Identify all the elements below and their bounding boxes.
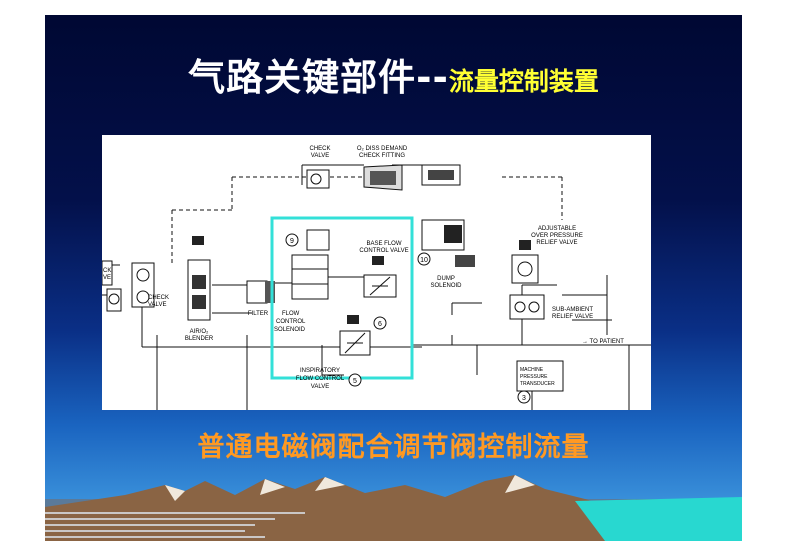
marker-3-label: 3	[522, 395, 526, 402]
mid-flow-lines	[306, 276, 393, 376]
flow-solenoid-label-2: CONTROL	[276, 319, 306, 325]
pneumatic-diagram: CHECK VALVE O₂ DISS DEMAND CHECK FITTING…	[102, 135, 651, 410]
pressure-transducer	[516, 360, 564, 392]
dump-solenoid	[421, 219, 475, 267]
filter-label: FILTER	[248, 311, 269, 317]
over-pressure-relief-valve	[511, 240, 539, 284]
to-patient-label: → TO PATIENT	[582, 339, 624, 345]
air-o2-blender	[187, 236, 211, 321]
check-edge-label-1: CK	[103, 268, 111, 274]
blender-label-2: BLENDER	[185, 336, 214, 342]
marker-9	[285, 233, 299, 247]
check-valve-top-label-1: CHECK	[309, 146, 330, 152]
relief-lines	[521, 275, 612, 345]
adjustable-label-2: OVER PRESSURE	[531, 233, 583, 239]
adjustable-label-1: ADJUSTABLE	[538, 226, 576, 232]
check-valve-top-label-2: VALVE	[311, 153, 329, 159]
adjustable-label-3: RELIEF VALVE	[536, 240, 577, 246]
marker-10	[417, 252, 431, 266]
check-valve-top	[306, 169, 330, 189]
title-sub: 流量控制装置	[448, 67, 599, 96]
water-right	[575, 497, 742, 541]
right-connector	[421, 164, 461, 186]
slide-title: 气路关键部件--流量控制装置	[45, 47, 742, 101]
marker-3	[517, 390, 531, 404]
mountain-landscape	[45, 475, 742, 541]
flow-solenoid-label-3: SOLENOID	[274, 327, 306, 333]
marker-10-label: 10	[420, 257, 428, 264]
flow-control-highlight	[270, 216, 414, 380]
transducer-label-3: TRANSDUCER	[520, 381, 555, 387]
sub-ambient-label-2: RELIEF VALVE	[552, 314, 593, 320]
marker-5-label: 5	[353, 378, 357, 385]
marker-5	[348, 373, 362, 387]
o2-diss-label-1: O₂ DISS DEMAND	[357, 146, 408, 152]
transducer-label-2: PRESSURE	[520, 374, 548, 380]
filter	[246, 280, 275, 304]
slide: 气路关键部件--流量控制装置 CHECK VALVE	[45, 15, 742, 541]
dump-label-1: DUMP	[437, 276, 455, 282]
left-edge-check	[102, 260, 122, 312]
dump-label-2: SOLENOID	[430, 283, 462, 289]
flow-solenoid-label-1: FLOW	[282, 311, 300, 317]
base-flow-label-1: BASE FLOW	[366, 241, 401, 247]
check-valve-left	[131, 262, 155, 308]
schematic-svg: CHECK VALVE O₂ DISS DEMAND CHECK FITTING…	[102, 146, 651, 410]
sub-ambient-label-1: SUB-AMBIENT	[552, 307, 593, 313]
flow-control-solenoid	[291, 229, 330, 300]
slide-caption: 普通电磁阀配合调节阀控制流量	[197, 432, 590, 463]
marker-6-label: 6	[378, 321, 382, 328]
right-flow-lines	[412, 302, 651, 346]
o2-diss-fitting	[363, 164, 403, 191]
sub-ambient-relief-valve	[509, 294, 545, 320]
blender-label-1: AIR/O₂	[190, 329, 209, 335]
inspiratory-flow-control-valve	[339, 315, 371, 356]
inspiratory-label-2: FLOW CONTROL	[296, 376, 345, 382]
o2-diss-label-2: CHECK FITTING	[359, 153, 405, 159]
marker-6	[373, 316, 387, 330]
check-left-label-2: VALVE	[148, 302, 166, 308]
inspiratory-label-3: VALVE	[311, 384, 329, 390]
title-main: 气路关键部件--	[188, 56, 449, 99]
horizon-stripes	[45, 512, 305, 538]
check-edge-label-2: VE	[103, 275, 111, 281]
dashed-line-top	[171, 176, 563, 263]
transducer-label-1: MACHINE	[520, 367, 544, 373]
marker-9-label: 9	[290, 238, 294, 245]
inspiratory-label-1: INSPIRATORY	[300, 368, 340, 374]
check-left-label-1: CHECK	[148, 295, 169, 301]
base-flow-label-2: CONTROL VALVE	[359, 248, 408, 254]
base-flow-control-valve	[363, 256, 397, 298]
